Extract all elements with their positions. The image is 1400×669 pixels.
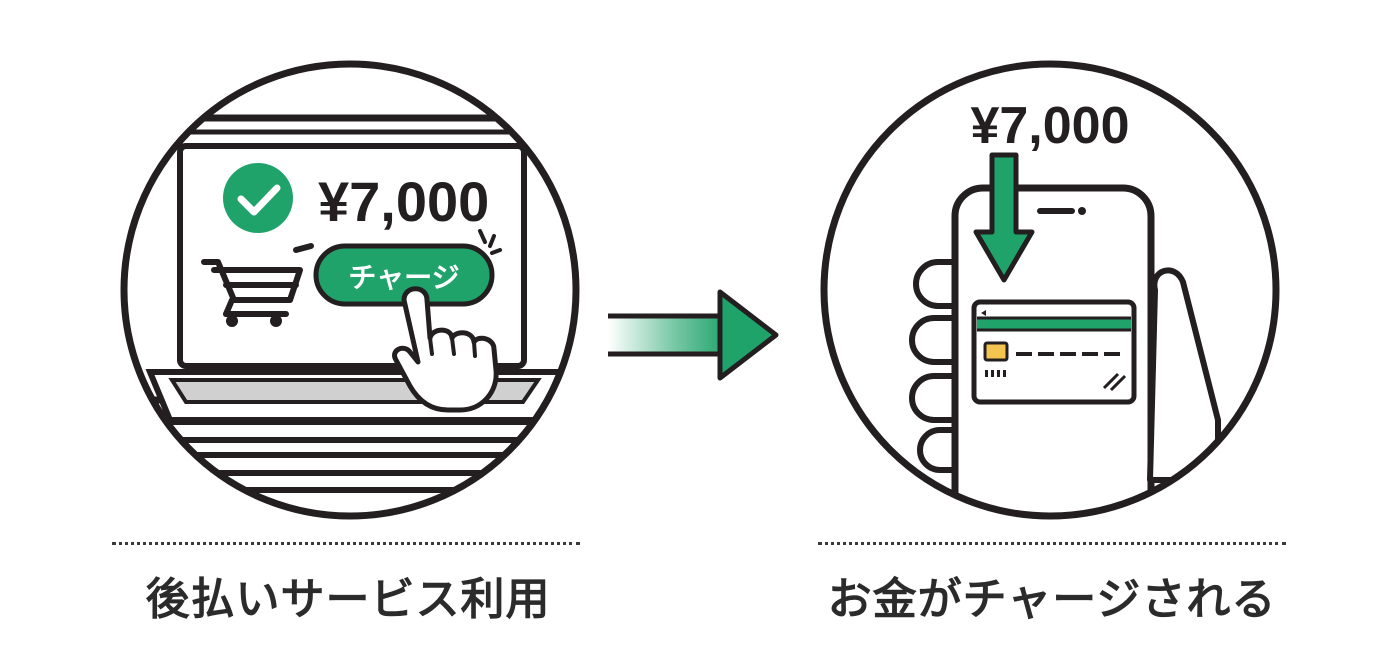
left-caption: 後払いサービス利用	[145, 574, 551, 625]
right-amount-text: ¥7,000	[970, 97, 1129, 155]
left-circle	[120, 60, 580, 520]
right-arrow-icon	[608, 289, 779, 381]
sparkle-icon	[478, 229, 502, 255]
pointing-hand-icon	[392, 286, 499, 413]
charge-button-label: チャージ	[348, 261, 459, 294]
right-divider	[818, 542, 1286, 545]
down-arrow-icon	[973, 152, 1035, 283]
right-caption: お金がチャージされる	[827, 574, 1277, 625]
left-amount-text: ¥7,000	[318, 170, 489, 233]
credit-card-icon	[971, 299, 1137, 405]
left-panel: ¥7,000 チャージ	[120, 60, 580, 520]
check-icon	[223, 163, 293, 233]
left-divider	[112, 542, 580, 545]
shopping-cart-icon	[201, 243, 314, 317]
right-circle	[820, 60, 1280, 520]
right-panel: ¥7,000	[820, 60, 1280, 520]
